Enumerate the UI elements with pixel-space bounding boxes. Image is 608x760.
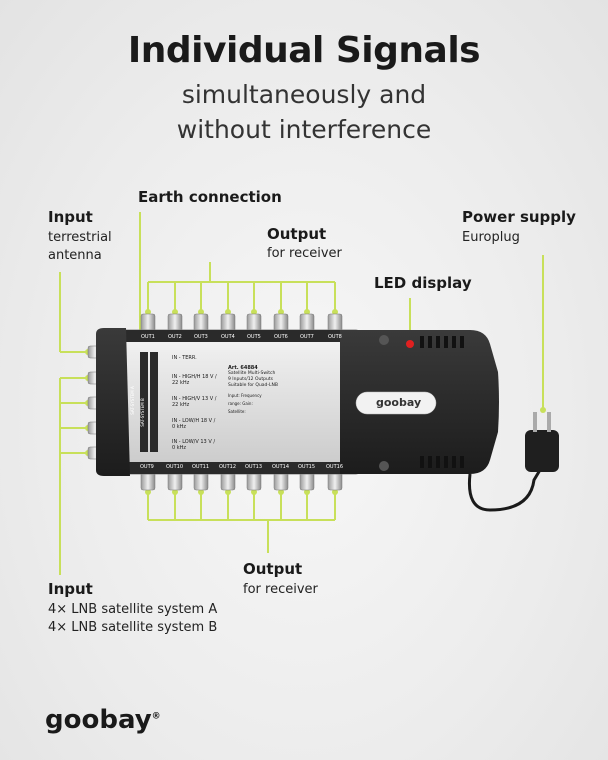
- port-out6: OUT6: [274, 334, 288, 340]
- input-high-v-label: IN - HIGH/V 13 V / 22 kHz: [172, 396, 217, 408]
- port-out13: OUT13: [245, 464, 263, 470]
- output-top-label: Output: [267, 225, 327, 243]
- led-indicator: [406, 340, 414, 348]
- port-out11: OUT11: [192, 464, 210, 470]
- input-low-v-label: IN - LOW/V 13 V / 0 kHz: [172, 439, 216, 451]
- terrestrial-input-desc-1: terrestrial: [48, 230, 112, 245]
- power-supply-desc: Europlug: [462, 230, 520, 245]
- product-line-1: Satellite Multi-Switch: [228, 371, 276, 376]
- input-low-h-label: IN - LOW/H 18 V / 0 kHz: [172, 418, 216, 430]
- port-out2: OUT2: [168, 334, 182, 340]
- lnb-input-desc-1: 4× LNB satellite system A: [48, 602, 218, 617]
- input-high-h-label: IN - HIGH/H 18 V / 22 kHz: [172, 374, 217, 386]
- system-b-label: SAT-SYSTEM B: [139, 398, 145, 427]
- device-brand-badge: goobay: [376, 396, 422, 409]
- port-out10: OUT10: [166, 464, 184, 470]
- lnb-input-desc-2: 4× LNB satellite system B: [48, 620, 218, 635]
- output-top-desc: for receiver: [267, 246, 342, 261]
- system-a-label: SAT-SYSTEM A: [129, 386, 135, 415]
- spec-labels: Input: Frequency range: Gain: Satellite:: [228, 393, 262, 414]
- port-out12: OUT12: [219, 464, 237, 470]
- port-out7: OUT7: [300, 334, 314, 340]
- port-out8: OUT8: [328, 334, 342, 340]
- led-display-label: LED display: [374, 274, 472, 292]
- output-bottom-label: Output: [243, 560, 303, 578]
- subtitle-line-1: simultaneously and: [181, 80, 427, 109]
- lnb-input-label: Input: [48, 580, 93, 598]
- brand-logo: goobay®: [45, 705, 161, 735]
- input-terr-label: IN - TERR.: [172, 355, 197, 361]
- port-out9: OUT9: [140, 464, 154, 470]
- port-out4: OUT4: [221, 334, 235, 340]
- brand-logo-reg: ®: [151, 711, 161, 722]
- product-line-2: 9 Inputs/12 Outputs: [228, 377, 273, 382]
- brand-logo-text: goobay: [45, 705, 152, 735]
- art-number: Art. 64884: [228, 365, 258, 371]
- page-title: Individual Signals: [127, 30, 481, 71]
- power-supply-label: Power supply: [462, 208, 576, 226]
- port-out3: OUT3: [194, 334, 208, 340]
- port-out1: OUT1: [141, 334, 155, 340]
- subtitle-line-2: without interference: [176, 115, 432, 144]
- earth-connection-label: Earth connection: [138, 188, 282, 206]
- port-out15: OUT15: [298, 464, 316, 470]
- terrestrial-input-label: Input: [48, 208, 93, 226]
- port-out16: OUT16: [326, 464, 344, 470]
- terrestrial-input-desc-2: antenna: [48, 248, 102, 263]
- port-out5: OUT5: [247, 334, 261, 340]
- product-line-3: Suitable for Quad-LNB: [228, 383, 278, 388]
- output-bottom-desc: for receiver: [243, 582, 318, 597]
- port-out14: OUT14: [272, 464, 290, 470]
